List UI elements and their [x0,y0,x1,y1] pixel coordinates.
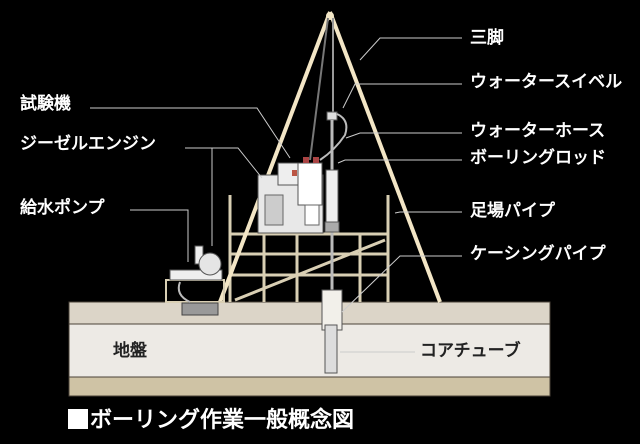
label-boring-rod: ボーリングロッド [470,148,606,168]
label-core-tube: コアチューブ [420,341,521,361]
leader-lines [90,37,462,353]
ground-layers [68,301,551,397]
water-pump [165,245,225,316]
testing-machine [257,157,324,234]
rope [309,17,329,161]
label-ground: 地盤 [113,341,147,361]
label-water-pump: 給水ポンプ [20,198,105,218]
square-bullet-icon [68,409,88,429]
label-casing-pipe: ケーシングパイプ [470,244,606,264]
title-text: ボーリング作業一般概念図 [90,408,355,433]
label-testing-machine: 試験機 [20,94,71,114]
label-water-hose: ウォーターホース [470,121,606,141]
water-hose [319,113,348,161]
label-water-swivel: ウォータースイベル [470,72,623,92]
casing-pipe [321,289,343,374]
label-diesel-engine: ジーゼルエンジン [20,134,156,154]
label-scaffold-pipe: 足場パイプ [470,201,555,221]
diagram-title: ボーリング作業一般概念図 [68,402,354,434]
tripod [218,11,442,303]
scaffold [228,195,390,302]
label-tripod: 三脚 [470,28,504,48]
